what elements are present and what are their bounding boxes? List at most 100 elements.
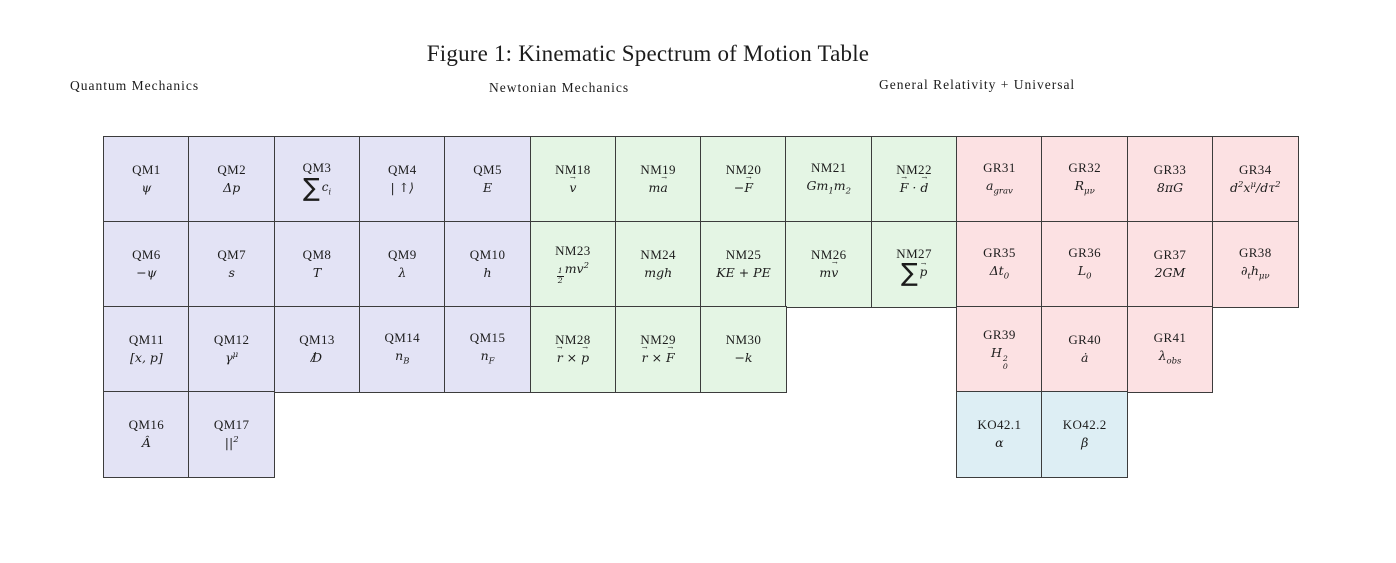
cell-id: NM26 [811,246,847,262]
cell-id: QM11 [128,331,164,347]
cell-nm20: NM20−F [700,136,787,223]
cell-id: QM8 [302,246,332,262]
cell-qm4: QM4| ↑⟩ [358,136,446,223]
cell-nm18: NM18 v [529,136,617,223]
cell-formula: mv [819,264,838,282]
cell-qm3: QM3∑ci [273,136,361,223]
cell-nm22: NM22 F · d [870,136,958,223]
cell-id: KO42.1 [977,416,1022,432]
cell-id: QM4 [387,161,417,177]
cell-id: GR31 [983,159,1016,175]
cell-formula: α [995,435,1004,451]
group-label-quantum-mechanics: Quantum Mechanics [70,78,200,93]
cell-id: GR33 [1153,161,1187,177]
cell-gr33: GR33 8πG [1126,136,1214,223]
cell-id: GR35 [983,244,1016,260]
cell-id: GR41 [1153,329,1187,345]
cell-formula: ∑ci [302,172,332,202]
cell-formula: E [483,180,493,196]
cell-formula: nF [480,348,495,367]
cell-id: GR37 [1153,246,1187,262]
cell-qm6: QM6−ψ [103,221,190,308]
cell-formula: T [312,265,322,281]
cell-id: NM18 [555,161,591,177]
cell-id: QM15 [469,329,506,345]
cell-formula: ∑p [901,260,928,285]
cell-gr37: GR37 2GM [1126,221,1214,308]
cell-id: KO42.2 [1062,416,1107,432]
cell-nm19: NM19 ma [614,136,702,223]
cell-id: QM16 [128,416,165,432]
cell-id: NM24 [640,246,676,262]
cell-formula: Δp [223,180,241,196]
cell-id: QM3 [302,160,332,176]
cell-qm17: QM17||2 [188,391,276,478]
cell-formula: [x, p] [130,350,163,366]
cell-formula: 8πG [1156,180,1184,196]
cell-gr41: GR41 λobs [1126,306,1214,393]
cell-qm14: QM14 nB [358,306,446,393]
cell-id: NM22 [896,161,932,177]
cell-formula: KE + PE [716,265,771,281]
cell-nm26: NM26 mv [785,221,873,308]
cell-formula: λ [398,265,407,281]
cell-nm25: NM25 KE + PE [700,221,787,308]
group-label-newtonian-mechanics: Newtonian Mechanics [489,80,630,95]
cell-id: QM5 [473,161,502,177]
cell-id: QM12 [213,331,250,347]
cell-id: NM19 [640,161,676,177]
cell-id: QM14 [384,329,421,345]
cell-formula: nB [395,348,410,367]
cell-formula: λobs [1158,348,1182,367]
cell-id: QM17 [213,416,250,432]
cell-formula: β [1081,435,1089,451]
cell-id: GR39 [983,326,1016,342]
cell-gr38: GR38∂thμν [1211,221,1299,308]
cell-qm12: QM12 γμ [188,306,276,393]
cell-id: QM2 [217,161,247,177]
cell-formula: −ψ [136,265,157,281]
cell-id: QM7 [217,246,247,262]
cell-id: NM28 [555,331,591,347]
cell-qm15: QM15 nF [444,306,531,393]
cell-formula: Δt0 [989,263,1010,282]
cell-formula: ∂thμν [1240,263,1270,282]
cell-formula: Â [141,435,151,451]
cell-formula: v [569,179,576,197]
cell-id: NM25 [725,246,762,262]
cell-formula: γμ [225,349,239,366]
cell-formula: agrav [985,178,1013,197]
cell-ko42-1: KO42.1 α [956,391,1043,478]
cell-formula: h [483,265,492,281]
cell-formula: ma [649,179,668,197]
cell-qm11: QM11 [x, p] [103,306,190,393]
cell-id: NM30 [725,331,762,347]
cell-ko42-2: KO42.2 β [1041,391,1129,478]
cell-formula: D [311,348,322,367]
cell-id: GR40 [1068,331,1102,347]
cell-id: NM21 [811,159,847,175]
cell-id: QM1 [132,161,161,177]
cell-nm27: NM27∑p [870,221,958,308]
cell-formula: F · d [900,179,929,197]
cell-id: QM13 [299,331,335,347]
cell-formula: 2GM [1154,265,1186,281]
cell-formula: −F [734,179,753,197]
figure-title: Figure 1: Kinematic Spectrum of Motion T… [426,41,870,66]
